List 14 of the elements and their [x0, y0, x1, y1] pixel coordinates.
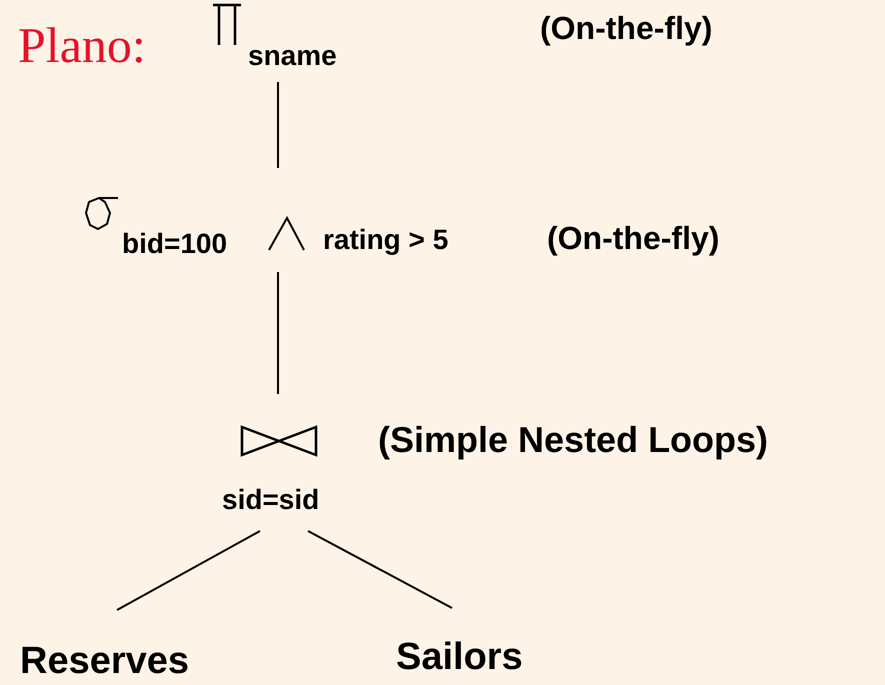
- relation-name: Sailors: [396, 638, 523, 676]
- operator-label: rating > 5: [323, 226, 448, 254]
- operator-label: sname: [248, 42, 337, 70]
- title: Plano:: [18, 20, 146, 70]
- algorithm-note: (Simple Nested Loops): [378, 422, 768, 458]
- algorithm-note: (On-the-fly): [540, 12, 712, 44]
- algorithm-note: (On-the-fly): [547, 222, 720, 254]
- operator-label: sid=sid: [222, 486, 320, 514]
- tree-edge: [308, 530, 452, 609]
- tree-edge: [277, 272, 279, 394]
- operator-label: bid=100: [122, 230, 228, 258]
- tree-edge: [277, 82, 279, 168]
- relation-name: Reserves: [20, 642, 190, 680]
- tree-edge: [116, 530, 260, 611]
